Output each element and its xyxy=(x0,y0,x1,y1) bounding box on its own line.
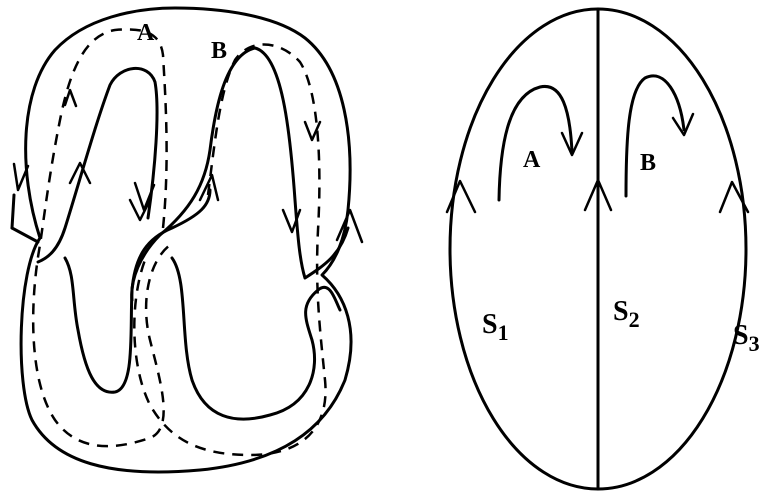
sheet-label-s1: S1 xyxy=(482,309,509,345)
left-diagram: A B xyxy=(10,6,364,474)
arrowhead-icon xyxy=(63,88,78,108)
arrowhead-icon xyxy=(281,208,302,234)
loop-b-left-curve xyxy=(130,46,257,302)
curl-b-curve xyxy=(624,74,686,198)
arrowhead-icon xyxy=(68,161,92,185)
curl-a-curve xyxy=(497,84,574,202)
arrowhead-icon xyxy=(445,179,477,214)
arrowhead-icon xyxy=(718,180,750,214)
arrowhead-icon xyxy=(335,208,364,244)
arrowhead-icon xyxy=(12,162,30,192)
arrowhead-icon xyxy=(198,173,220,202)
loop-a-inner-curve xyxy=(36,66,159,264)
label-b: B xyxy=(211,38,227,64)
arrowhead-icon xyxy=(560,131,584,157)
sheet-label-s3: S3 xyxy=(733,320,760,356)
label-a: A xyxy=(523,147,541,173)
arrowhead-icon xyxy=(128,198,152,222)
outer-boundary-curve xyxy=(19,6,353,474)
right-diagram: A B S1 S2 S3 xyxy=(445,7,760,491)
left-edge-stub xyxy=(10,193,16,230)
label-a: A xyxy=(137,20,155,46)
left-inner-region-curve xyxy=(63,188,212,394)
sheet-label-s2: S2 xyxy=(613,296,640,332)
left-edge-tick xyxy=(10,226,40,244)
dashed-loop-b-curve xyxy=(133,43,327,457)
arrowhead-icon xyxy=(583,178,613,212)
right-inner-region-curve xyxy=(170,256,342,421)
label-b: B xyxy=(640,150,656,176)
arrowhead-icon xyxy=(303,120,322,142)
loop-b-inner-curve xyxy=(253,46,350,280)
dashed-loop-a-curve xyxy=(31,28,171,448)
arrowhead-icon xyxy=(671,112,695,137)
